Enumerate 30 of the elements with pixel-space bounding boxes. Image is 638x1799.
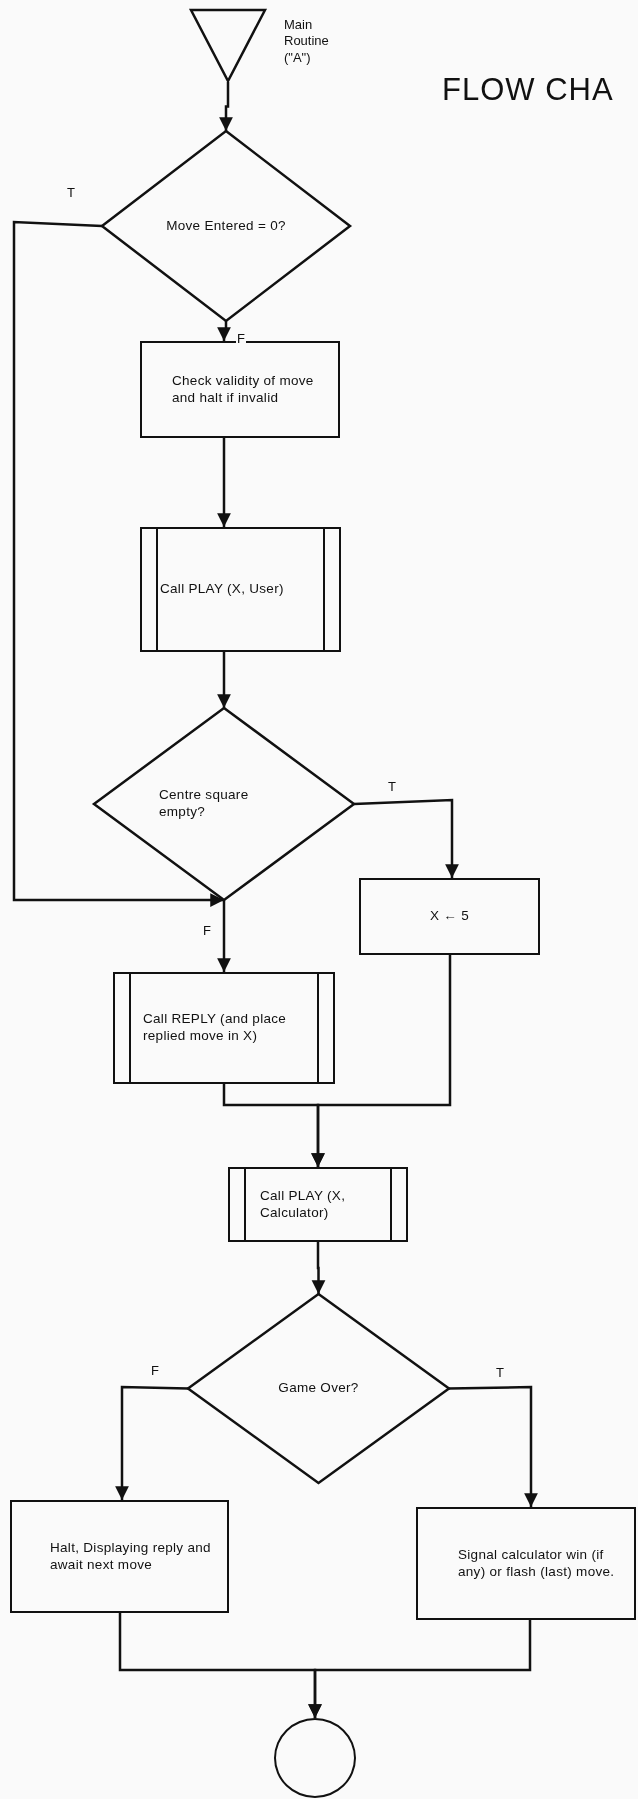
arrow — [219, 82, 233, 131]
subroutine-box: Call PLAY (X, User) — [140, 527, 341, 652]
decision-diamond: Move Entered = 0? — [102, 131, 350, 321]
edge-label: F — [150, 1364, 160, 1377]
subroutine-box: Call PLAY (X, Calculator) — [228, 1167, 408, 1242]
start-triangle — [190, 9, 266, 82]
arrow — [311, 1242, 326, 1294]
process-box: X ← 5 — [359, 878, 540, 955]
arrow — [115, 1385, 189, 1500]
arrow — [217, 652, 231, 708]
edge-label: T — [66, 186, 76, 199]
process-box: Signal calculator win (if any) or flash (last) move. — [416, 1507, 636, 1620]
edge-label: T — [387, 780, 397, 793]
process-box: Halt, Displaying reply and await next move — [10, 1500, 229, 1613]
arrow — [448, 1385, 538, 1507]
arrow — [217, 321, 231, 341]
arrow — [217, 438, 231, 527]
title: FLOW CHA — [442, 72, 614, 108]
decision-diamond: Centre square empty? — [94, 708, 354, 900]
edge-label: T — [495, 1366, 505, 1379]
arrow — [12, 220, 224, 907]
arrow — [217, 900, 231, 972]
edge-label: F — [236, 332, 246, 345]
edge-label: F — [202, 924, 212, 937]
subroutine-box: Call REPLY (and place replied move in X) — [113, 972, 335, 1084]
decision-diamond: Game Over? — [188, 1294, 449, 1483]
arrow — [311, 955, 452, 1167]
arrow — [353, 798, 459, 878]
arrow — [308, 1620, 532, 1718]
node-caption: Main Routine ("A") — [284, 17, 330, 66]
